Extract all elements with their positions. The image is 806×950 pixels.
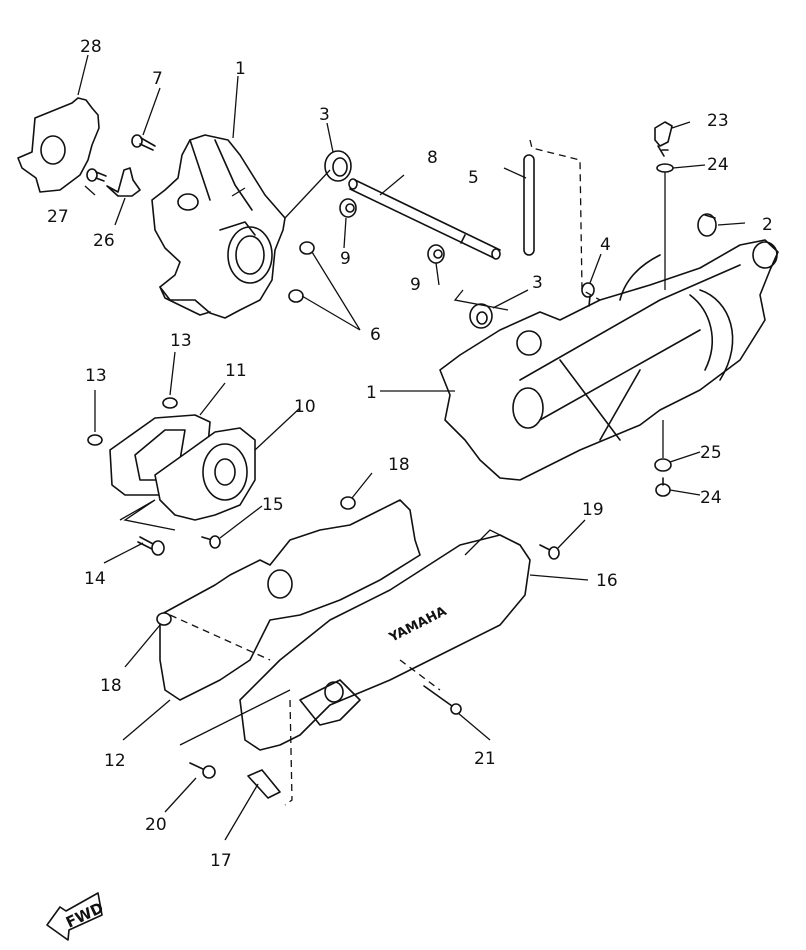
callout-6: 6 — [370, 325, 381, 345]
callout-22: 23 — [707, 111, 729, 131]
part-22-plug[interactable] — [654, 121, 673, 157]
callout-24: 24 — [700, 488, 722, 508]
part-3-bearing-upper[interactable] — [324, 150, 352, 182]
part-8-shaft[interactable] — [348, 178, 501, 260]
part-21-bolt[interactable] — [423, 685, 462, 715]
part-27-bolt[interactable] — [86, 168, 107, 182]
part-18-dowel-pin-upper[interactable] — [340, 496, 356, 510]
callout-1-right: 1 — [366, 383, 377, 403]
part-20-bolt[interactable] — [189, 762, 216, 779]
callout-9-lower: 9 — [410, 275, 421, 295]
part-23-o-ring[interactable] — [656, 163, 674, 173]
callout-28: 28 — [80, 37, 102, 57]
callout-18-upper: 18 — [388, 455, 410, 475]
brand-mark-text: YAMAHA — [386, 604, 449, 646]
callout-16: 16 — [596, 571, 618, 591]
part-6-dowel-pins[interactable] — [288, 241, 315, 303]
callout-9-upper: 9 — [340, 249, 351, 269]
callout-21: 21 — [474, 749, 496, 769]
callout-26: 26 — [93, 231, 115, 251]
part-25-gasket[interactable] — [654, 458, 672, 472]
part-13-dowel-pin-b[interactable] — [162, 397, 178, 409]
leader-lines — [77, 54, 746, 841]
callout-25: 25 — [700, 443, 722, 463]
callout-18-lower: 18 — [100, 676, 122, 696]
callout-1-left: 1 — [235, 59, 246, 79]
callout-11: 11 — [225, 361, 247, 381]
part-4-bolt[interactable] — [581, 282, 595, 307]
part-13-dowel-pin-a[interactable] — [87, 434, 103, 446]
part-24-bolt[interactable] — [655, 477, 671, 497]
part-3-bearing-lower[interactable] — [469, 303, 493, 329]
part-14-bolt[interactable] — [137, 536, 165, 556]
callout-20: 20 — [145, 815, 167, 835]
callout-23: 24 — [707, 155, 729, 175]
callout-2: 2 — [762, 215, 773, 235]
part-9-oil-seal-lower[interactable] — [427, 244, 445, 264]
callout-17: 17 — [210, 851, 232, 871]
callout-14: 14 — [84, 569, 106, 589]
callout-labels: 28 7 1 3 8 5 23 24 2 9 9 4 3 6 1 27 26 1… — [47, 37, 773, 871]
part-10-cover[interactable] — [154, 427, 256, 521]
part-19-bolt[interactable] — [539, 544, 560, 560]
part-18-dowel-pin-lower[interactable] — [156, 612, 172, 626]
callout-10: 10 — [294, 397, 316, 417]
part-17-dowel-pin[interactable] — [247, 769, 281, 799]
callout-4: 4 — [600, 235, 611, 255]
callout-5: 5 — [468, 168, 479, 188]
part-15-bolt[interactable] — [201, 535, 221, 549]
callout-13-left: 13 — [85, 366, 107, 386]
forward-direction-arrow: FWD — [46, 892, 106, 941]
callout-3-lower: 3 — [532, 273, 543, 293]
callout-19: 19 — [582, 500, 604, 520]
callout-12: 12 — [104, 751, 126, 771]
callout-15: 15 — [262, 495, 284, 515]
part-28-plate[interactable] — [17, 97, 100, 193]
callout-13-right: 13 — [170, 331, 192, 351]
fwd-arrow-icon — [46, 892, 103, 941]
callout-3-upper: 3 — [319, 105, 330, 125]
part-1-crankcase-right[interactable] — [439, 239, 779, 481]
part-26-plate[interactable] — [106, 167, 141, 197]
part-2-collar[interactable] — [697, 213, 717, 237]
part-12-gasket[interactable] — [159, 499, 421, 701]
part-7-bolt[interactable] — [131, 134, 156, 151]
callout-27: 27 — [47, 207, 69, 227]
part-9-oil-seal-upper[interactable] — [339, 198, 357, 218]
callout-7: 7 — [152, 69, 163, 89]
part-5-pipe[interactable] — [523, 154, 535, 256]
callout-8: 8 — [427, 148, 438, 168]
part-16-crankcase-cover[interactable]: YAMAHA — [239, 534, 531, 751]
part-1-crankcase-left[interactable] — [151, 134, 286, 319]
